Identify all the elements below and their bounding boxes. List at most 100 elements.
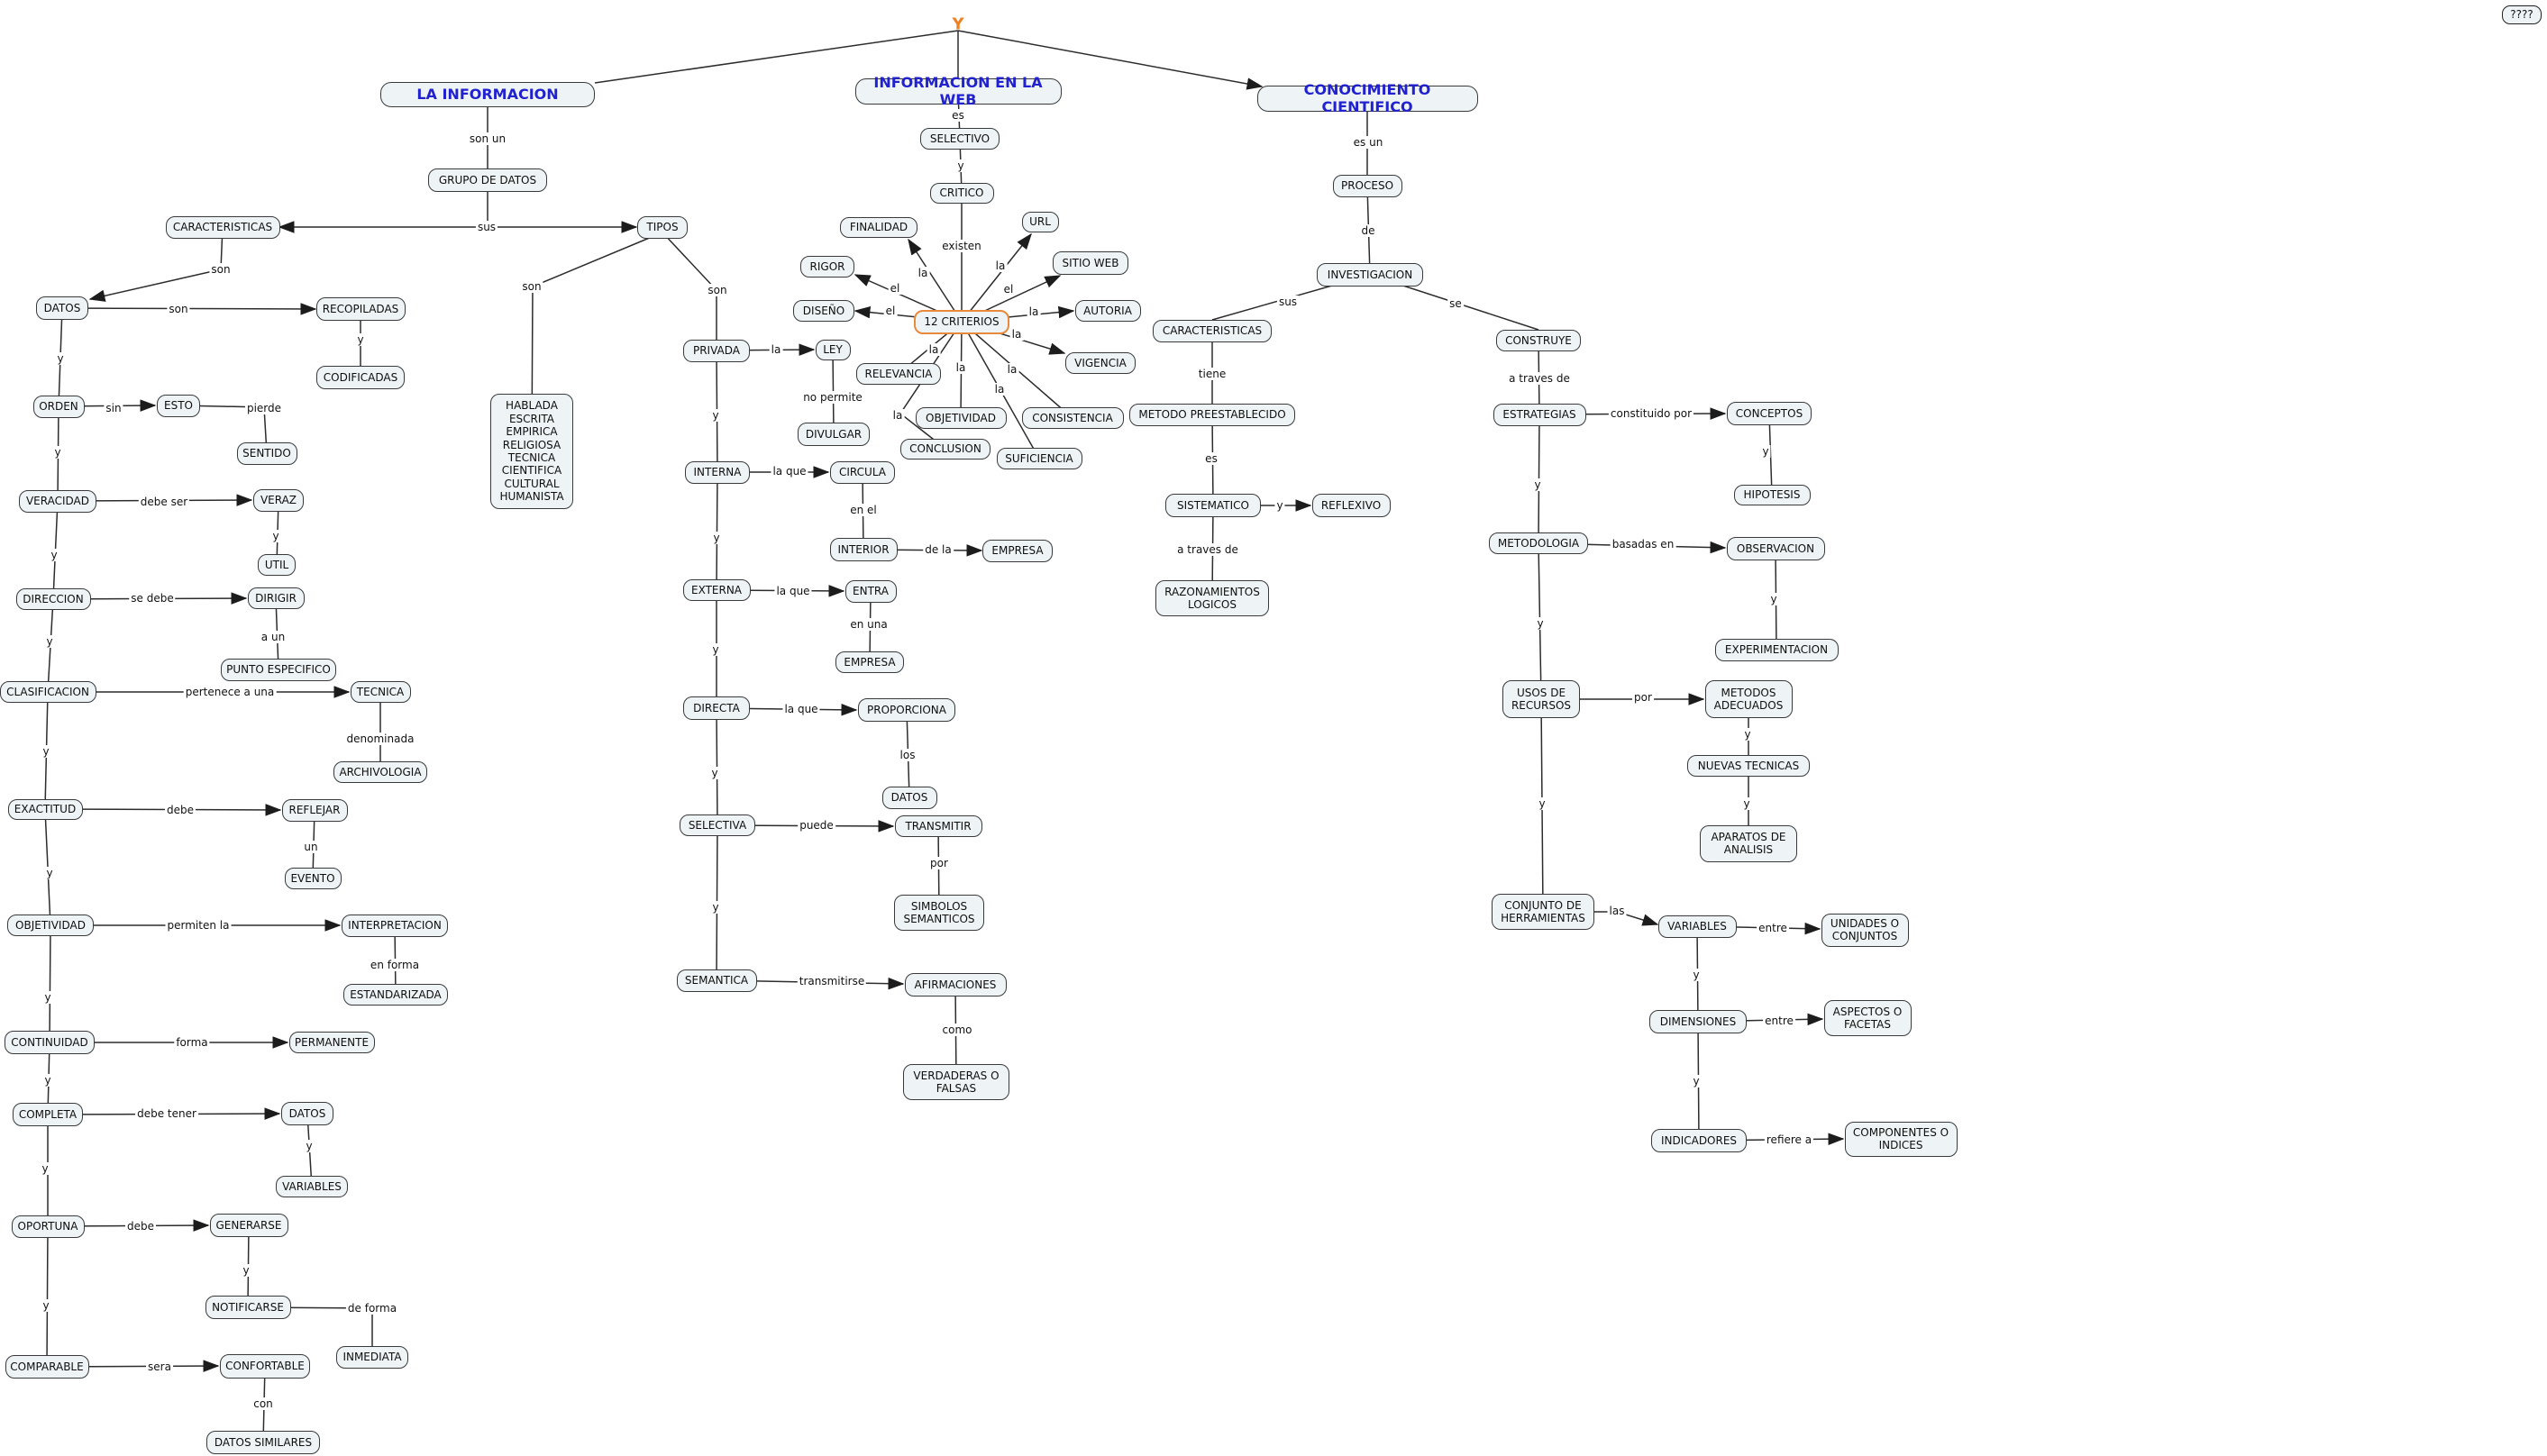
root-node[interactable]: Y: [952, 14, 964, 34]
node-sitio-web[interactable]: SITIO WEB: [1053, 251, 1128, 275]
link-label[interactable]: de: [1359, 224, 1377, 237]
link-label[interactable]: son: [209, 263, 233, 276]
node-divulgar[interactable]: DIVULGAR: [798, 423, 870, 446]
link-label[interactable]: y: [1691, 969, 1702, 981]
node-finalidad[interactable]: FINALIDAD: [840, 216, 917, 238]
link-label[interactable]: la: [993, 259, 1008, 272]
node-veraz[interactable]: VERAZ: [253, 488, 304, 512]
link-label[interactable]: la: [769, 343, 783, 356]
node-variables-info[interactable]: VARIABLES: [276, 1176, 348, 1197]
node-metodo-preestablecido[interactable]: METODO PREESTABLECIDO: [1129, 403, 1295, 426]
link-label[interactable]: como: [940, 1024, 974, 1036]
node-observacion[interactable]: OBSERVACION: [1726, 537, 1825, 560]
node-construye[interactable]: CONSTRUYE: [1496, 330, 1581, 351]
node-sentido[interactable]: SENTIDO: [236, 441, 297, 465]
node-la-informacion[interactable]: LA INFORMACION: [380, 82, 595, 107]
link-label[interactable]: la que: [774, 585, 812, 597]
node-oportuna[interactable]: OPORTUNA: [11, 1215, 85, 1238]
link-label[interactable]: en el: [848, 504, 879, 516]
node-permanente[interactable]: PERMANENTE: [288, 1032, 375, 1053]
node-interpretacion[interactable]: INTERPRETACION: [342, 914, 448, 937]
node-conocimiento-cientifico[interactable]: CONOCIMIENTO CIENTIFICO: [1256, 81, 1478, 115]
node-doce-criterios[interactable]: 12 CRITERIOS: [914, 309, 1009, 334]
link-label[interactable]: y: [1535, 617, 1546, 630]
link-label[interactable]: y: [1760, 445, 1771, 458]
link-label[interactable]: es: [950, 109, 966, 122]
link-label[interactable]: son un: [467, 132, 508, 145]
node-inmediata[interactable]: INMEDIATA: [336, 1345, 408, 1369]
node-experimentacion[interactable]: EXPERIMENTACION: [1714, 638, 1839, 661]
link-label[interactable]: entre: [1757, 922, 1789, 934]
link-label[interactable]: en una: [848, 618, 890, 631]
link-label[interactable]: denominada: [344, 733, 416, 745]
node-estandarizada[interactable]: ESTANDARIZADA: [343, 984, 448, 1006]
node-entra[interactable]: ENTRA: [844, 579, 897, 603]
link-label[interactable]: es un: [1351, 136, 1385, 149]
link-label[interactable]: y: [44, 635, 55, 648]
link-label[interactable]: pertenece a una: [183, 686, 277, 698]
link-label[interactable]: y: [1274, 499, 1285, 512]
node-investigacion[interactable]: INVESTIGACION: [1317, 263, 1423, 287]
link-label[interactable]: puede: [798, 819, 835, 832]
link-label[interactable]: y: [710, 409, 721, 422]
link-label[interactable]: y: [41, 745, 51, 758]
node-privada[interactable]: PRIVADA: [683, 339, 750, 362]
node-orden[interactable]: ORDEN: [32, 395, 85, 418]
link-label[interactable]: y: [355, 333, 366, 346]
link-label[interactable]: sus: [1276, 296, 1300, 308]
link-label[interactable]: debe ser: [138, 496, 190, 508]
link-label[interactable]: por: [928, 857, 950, 869]
link-label[interactable]: y: [49, 549, 59, 561]
link-label[interactable]: y: [1691, 1075, 1702, 1087]
link-label[interactable]: el: [1001, 283, 1016, 296]
node-unidades-o-conjuntos[interactable]: UNIDADES O CONJUNTOS: [1821, 913, 1909, 947]
node-notificarse[interactable]: NOTIFICARSE: [205, 1296, 291, 1319]
link-label[interactable]: a traves de: [1175, 543, 1240, 556]
node-continuidad[interactable]: CONTINUIDAD: [5, 1031, 95, 1054]
node-dimensiones[interactable]: DIMENSIONES: [1649, 1010, 1747, 1033]
link-label[interactable]: debe: [125, 1220, 156, 1233]
node-metodologia[interactable]: METODOLOGIA: [1489, 532, 1588, 554]
link-label[interactable]: las: [1607, 905, 1627, 917]
link-label[interactable]: y: [52, 446, 63, 459]
node-rigor[interactable]: RIGOR: [800, 256, 854, 278]
link-label[interactable]: son: [520, 280, 543, 293]
node-consistencia[interactable]: CONSISTENCIA: [1021, 407, 1124, 429]
link-label[interactable]: la: [992, 383, 1007, 396]
node-afirmaciones[interactable]: AFIRMACIONES: [904, 973, 1007, 996]
link-label[interactable]: sus: [475, 221, 498, 233]
link-label[interactable]: debe tener: [135, 1107, 198, 1120]
link-label[interactable]: y: [710, 901, 721, 914]
node-reflejar[interactable]: REFLEJAR: [281, 798, 348, 822]
link-label[interactable]: la: [1005, 363, 1019, 376]
link-label[interactable]: la: [927, 343, 941, 356]
node-exactitud[interactable]: EXACTITUD: [7, 798, 83, 820]
link-label[interactable]: y: [1768, 593, 1779, 605]
node-selectivo[interactable]: SELECTIVO: [920, 128, 1000, 150]
link-label[interactable]: se: [1447, 297, 1464, 310]
link-label[interactable]: en forma: [368, 959, 422, 971]
node-objetividad-info[interactable]: OBJETIVIDAD: [7, 915, 94, 936]
link-label[interactable]: y: [955, 159, 966, 172]
link-label[interactable]: y: [304, 1140, 315, 1152]
node-caracteristicas-cc[interactable]: CARACTERISTICAS: [1153, 319, 1272, 342]
link-label[interactable]: permiten la: [165, 919, 232, 932]
node-aspectos-o-facetas[interactable]: ASPECTOS O FACETAS: [1823, 1000, 1912, 1036]
node-confortable[interactable]: CONFORTABLE: [220, 1353, 310, 1379]
node-evento[interactable]: EVENTO: [284, 868, 342, 889]
node-clasificacion[interactable]: CLASIFICACION: [0, 681, 96, 703]
node-diseno[interactable]: DISEÑO: [793, 300, 854, 322]
link-label[interactable]: por: [1632, 691, 1654, 704]
node-proceso[interactable]: PROCESO: [1332, 174, 1402, 197]
node-semantica[interactable]: SEMANTICA: [676, 969, 757, 992]
link-label[interactable]: un: [302, 841, 320, 853]
link-label[interactable]: de la: [923, 543, 954, 556]
node-circula[interactable]: CIRCULA: [830, 460, 895, 484]
link-label[interactable]: a un: [259, 631, 288, 643]
link-label[interactable]: se debe: [129, 592, 176, 605]
node-reflexivo[interactable]: REFLEXIVO: [1311, 494, 1391, 517]
node-datos-completa[interactable]: DATOS: [281, 1102, 333, 1125]
node-relevancia[interactable]: RELEVANCIA: [856, 363, 941, 385]
link-label[interactable]: y: [270, 530, 281, 542]
link-label[interactable]: entre: [1763, 1015, 1795, 1027]
